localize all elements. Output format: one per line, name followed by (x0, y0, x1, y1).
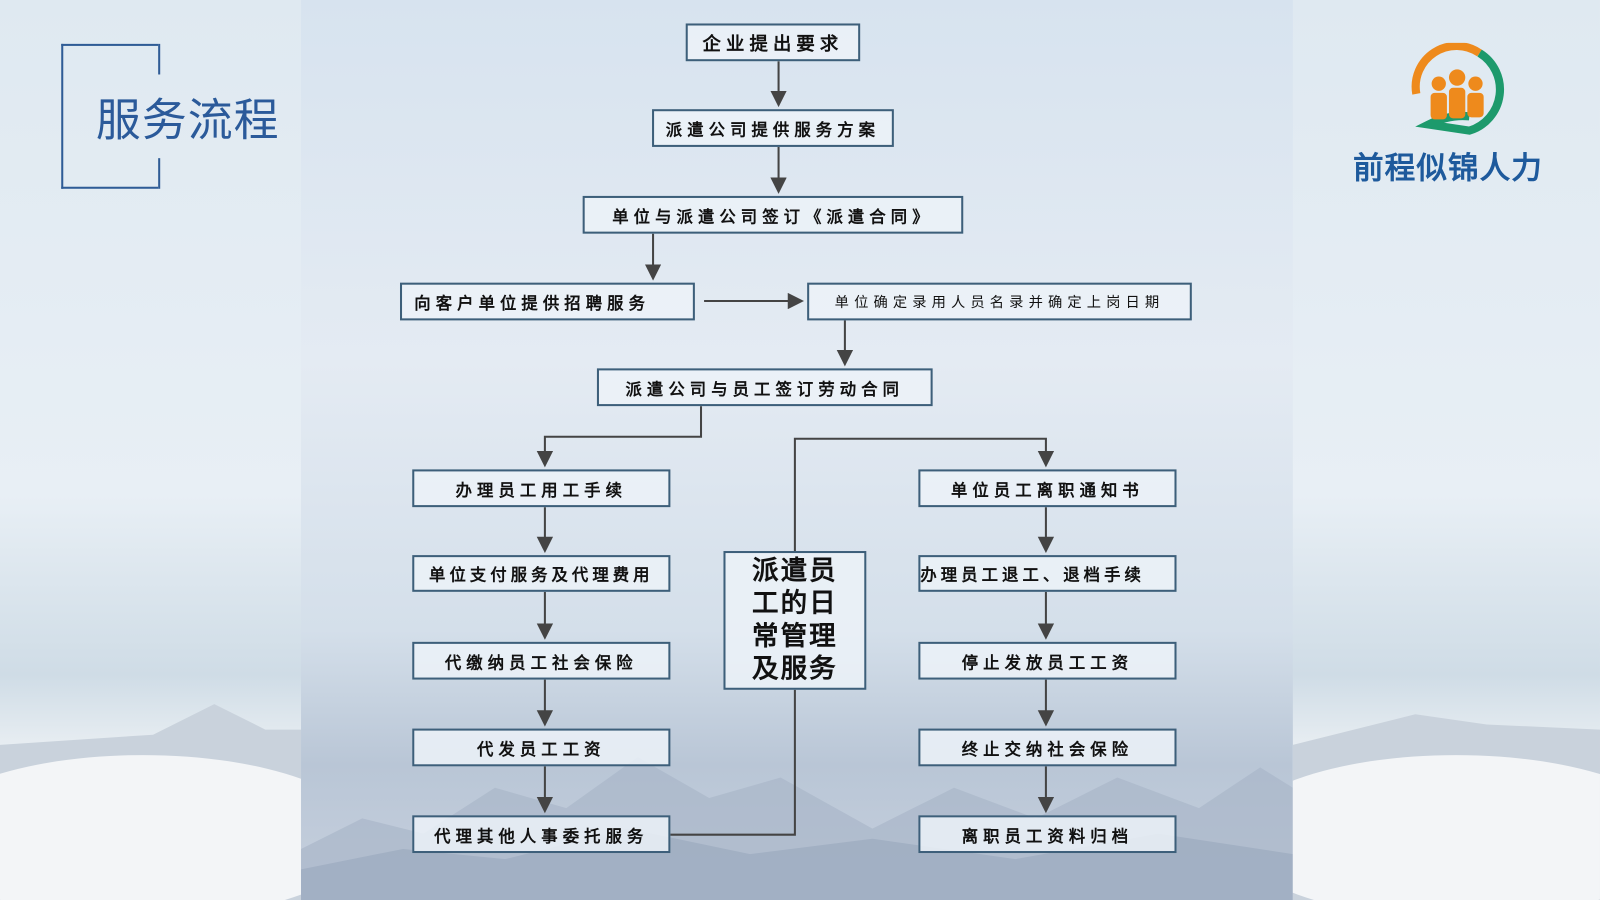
left-step-5: 代理其他人事委托服务 (412, 815, 671, 854)
brand-name: 前程似锦人力 (1353, 151, 1543, 187)
mountain-silhouette (301, 757, 1293, 900)
left-step-4: 代发员工工资 (412, 728, 671, 767)
center-daily-management: 派遣员工的日常管理及服务 (723, 551, 867, 690)
left-step-1: 办理员工用工手续 (412, 469, 671, 508)
step-enterprise-request: 企业提出要求 (685, 23, 861, 62)
brand-logo-icon (1411, 42, 1504, 135)
step-recruitment-service: 向客户单位提供招聘服务 (399, 282, 695, 321)
right-step-5: 离职员工资料归档 (918, 815, 1177, 854)
page-title: 服务流程 (95, 94, 280, 147)
left-step-2: 单位支付服务及代理费用 (412, 555, 671, 592)
right-step-4: 终止交纳社会保险 (918, 728, 1177, 767)
right-step-3: 停止发放员工工资 (918, 641, 1177, 680)
step-confirm-hires: 单位确定录用人员名录并确定上岗日期 (807, 282, 1192, 321)
right-cloud-mountain (1292, 714, 1600, 900)
left-step-3: 代缴纳员工社会保险 (412, 641, 671, 680)
step-sign-labor-contract: 派遣公司与员工签订劳动合同 (596, 368, 933, 407)
left-cloud-mountain (0, 704, 302, 900)
right-step-1: 单位员工离职通知书 (918, 469, 1177, 508)
title-bracket (61, 43, 161, 189)
step-service-plan: 派遣公司提供服务方案 (652, 109, 894, 147)
right-step-2: 办理员工退工、退档手续 (918, 555, 1177, 592)
step-sign-dispatch-contract: 单位与派遣公司签订《派遣合同》 (582, 195, 964, 234)
